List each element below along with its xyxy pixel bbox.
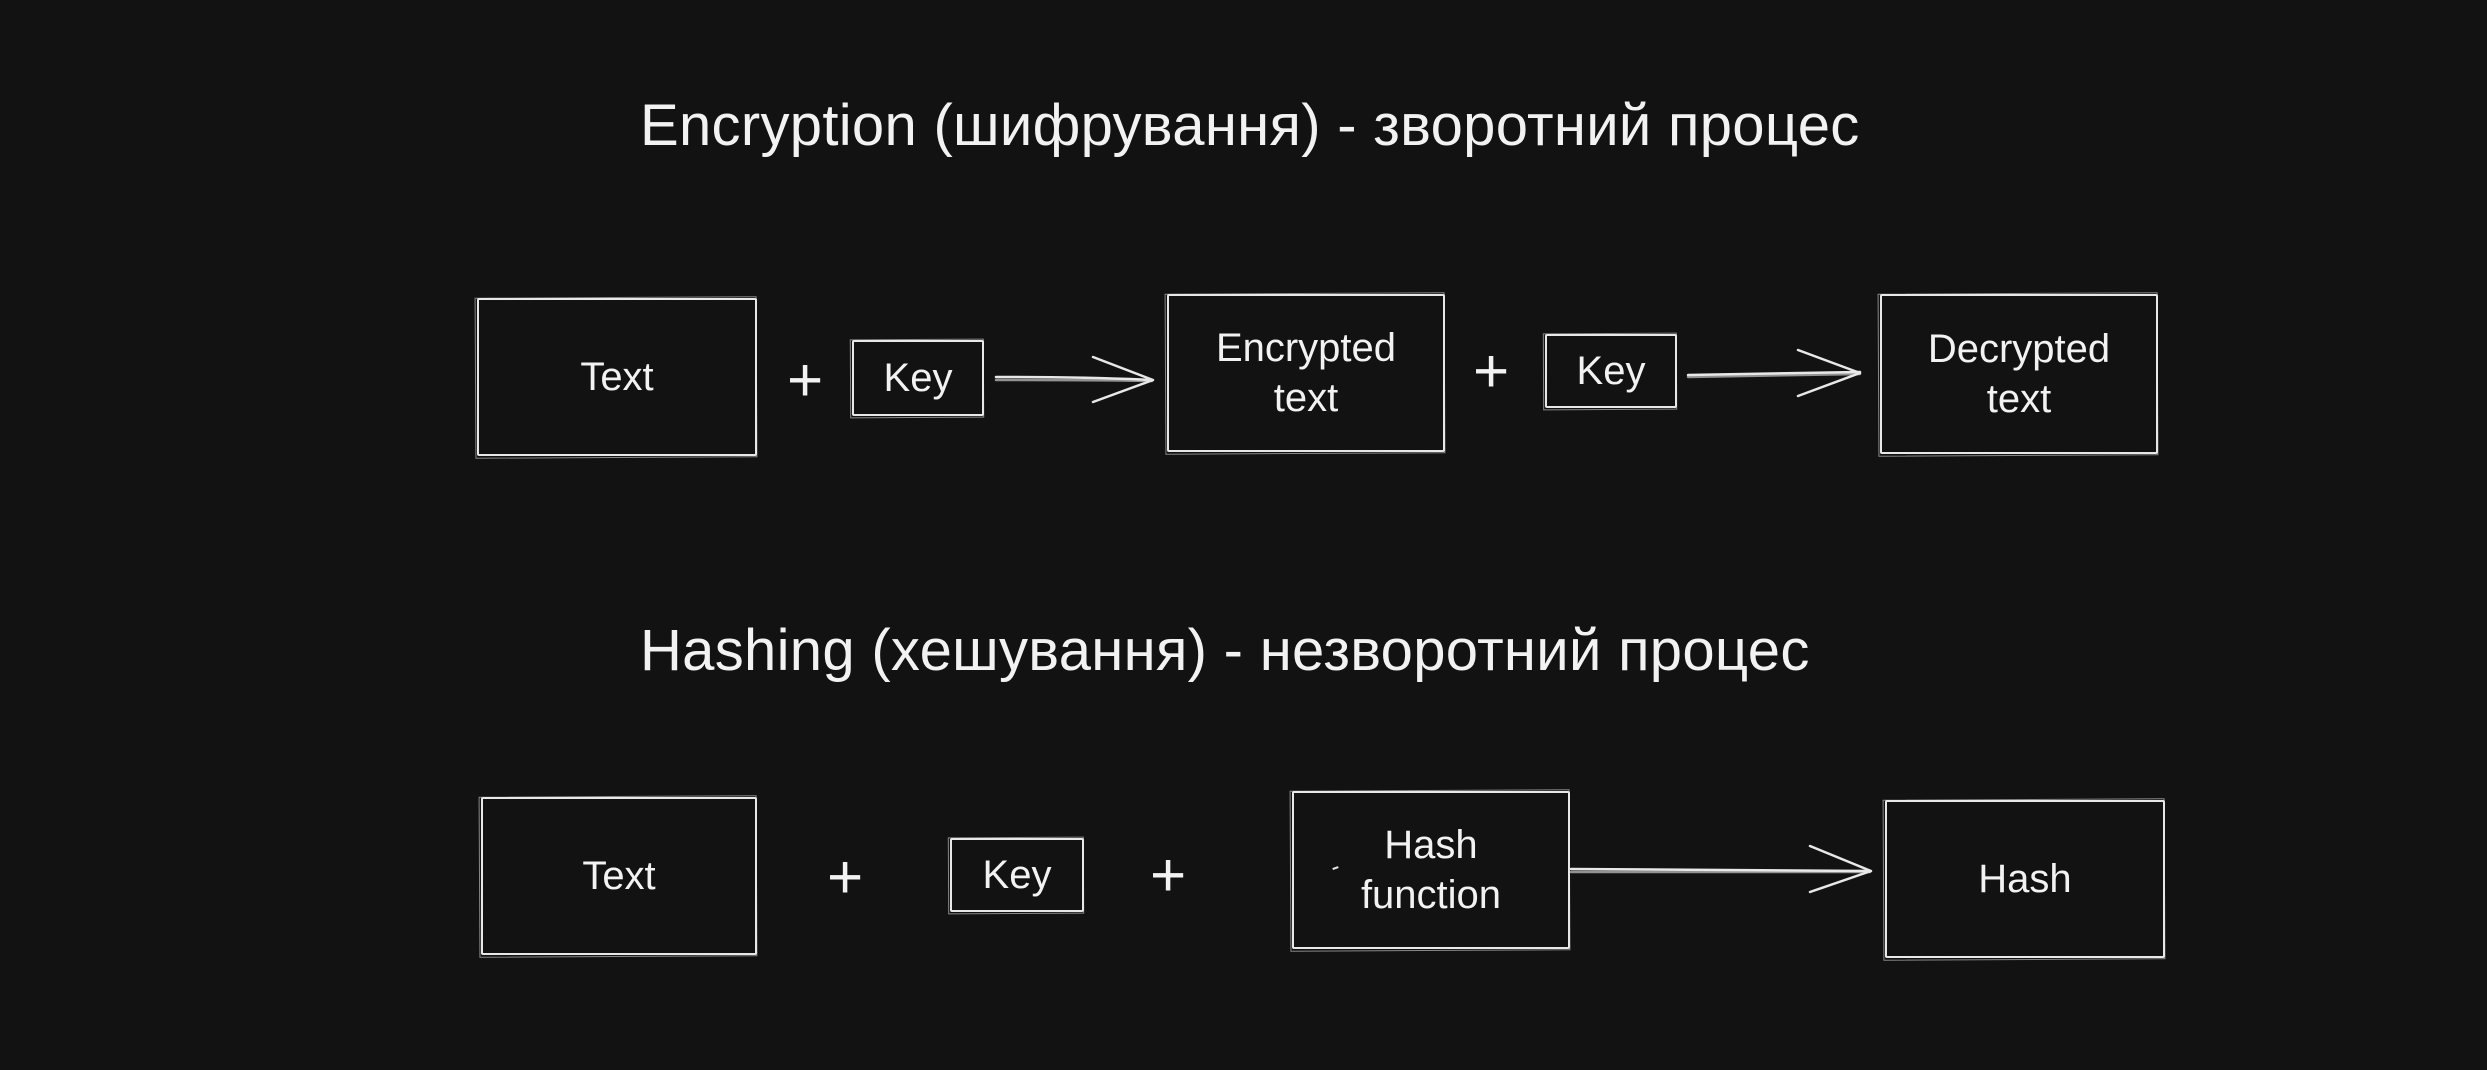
hashing-text-label: Text (582, 854, 656, 898)
arrow-key-to-decrypted (1686, 348, 1862, 398)
encryption-text-box: Text (477, 298, 757, 456)
hashing-title: Hashing (хешування) - незворотний процес (640, 618, 1810, 683)
encryption-title: Encryption (шифрування) - зворотний проц… (640, 93, 1860, 158)
encrypted-text-label: Encrypted text (1215, 326, 1397, 420)
encryption-key-label-2: Key (1576, 349, 1646, 393)
hashing-key-label: Key (982, 853, 1052, 897)
arrow-hash-function-to-hash (1569, 844, 1873, 894)
arrow-text-to-encrypted (994, 355, 1155, 404)
hashing-text-box: Text (481, 797, 757, 955)
hashing-plus-2: + (1150, 841, 1187, 910)
hash-function-label: Hash function (1360, 823, 1502, 917)
encryption-key-label-1: Key (883, 356, 953, 400)
encryption-text-label: Text (580, 355, 654, 399)
decrypted-text-label: Decrypted text (1927, 327, 2111, 421)
encryption-plus-1: + (787, 346, 824, 415)
decrypted-text-box: Decrypted text (1880, 294, 2158, 454)
hash-function-box: Hash function (1292, 791, 1570, 949)
hash-box: Hash (1885, 800, 2165, 958)
encryption-key-box-2: Key (1545, 334, 1677, 408)
encryption-plus-2: + (1473, 337, 1510, 406)
hashing-key-box: Key (950, 838, 1084, 912)
hash-label: Hash (1978, 857, 2072, 901)
encryption-key-box-1: Key (852, 340, 984, 416)
encrypted-text-box: Encrypted text (1167, 294, 1445, 452)
hashing-plus-1: + (827, 843, 864, 912)
